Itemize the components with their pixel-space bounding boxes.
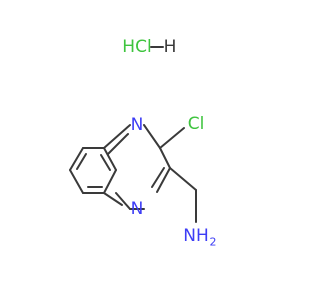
ring-bond [69, 147, 84, 171]
quinoxaline-core: N N [69, 115, 171, 219]
c-cl-bond [159, 127, 185, 149]
ring-bond [103, 147, 117, 171]
hydrochloride-salt: HCl H [122, 37, 176, 57]
nitrogen-1-label: N [131, 199, 144, 219]
aromatic-double-bond [151, 167, 165, 188]
ring-bond [69, 169, 84, 194]
ring-bond [115, 192, 131, 210]
chlorine-label: Cl [188, 114, 205, 134]
ring-bond [103, 124, 131, 149]
aromatic-double-bond [107, 133, 129, 155]
c-ch2-bond [169, 167, 197, 191]
ring-bond [156, 167, 171, 193]
aromatic-double-bond [103, 192, 123, 206]
aromatic-double-bond [76, 153, 87, 170]
aminomethyl-substituent: NH 2 [169, 167, 217, 249]
ring-bond [143, 124, 161, 149]
h-label: H [164, 37, 177, 57]
chemical-structure-diagram: HCl H N N Cl NH 2 [69, 37, 217, 249]
ring-bond [159, 147, 171, 169]
ring-bond [103, 169, 117, 194]
amine-label: NH [183, 226, 209, 246]
amine-h-count: 2 [210, 236, 217, 249]
nitrogen-4-label: N [131, 115, 144, 135]
hcl-label: HCl [122, 37, 151, 57]
aromatic-double-bond [100, 154, 111, 171]
chloro-substituent: Cl [159, 114, 205, 149]
